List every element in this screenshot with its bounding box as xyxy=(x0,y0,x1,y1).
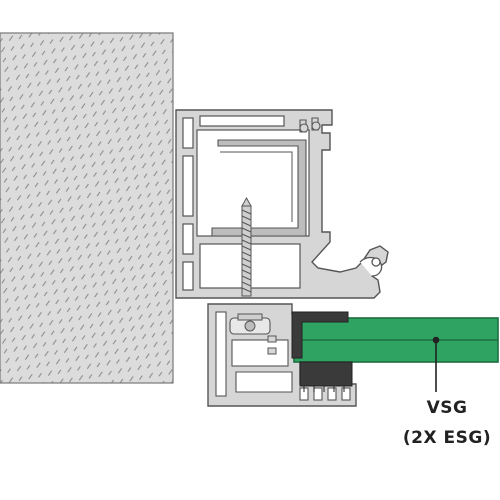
clip-hook xyxy=(359,256,383,277)
leader-line xyxy=(432,336,440,392)
bead-tabs xyxy=(267,335,277,355)
glass-composition-label: (2X ESG) xyxy=(402,428,492,448)
glass-pane xyxy=(293,317,499,363)
top-fins xyxy=(299,117,321,133)
bolt-head xyxy=(229,313,271,335)
concrete-wall xyxy=(0,32,174,384)
reinforcement-channel xyxy=(211,139,307,237)
reinforcement-lip xyxy=(220,151,293,222)
gaskets xyxy=(291,311,353,392)
bead-chambers xyxy=(215,311,351,401)
frame-chambers xyxy=(182,115,310,291)
glass-type-label: VSG xyxy=(426,398,468,418)
screw xyxy=(241,196,252,297)
